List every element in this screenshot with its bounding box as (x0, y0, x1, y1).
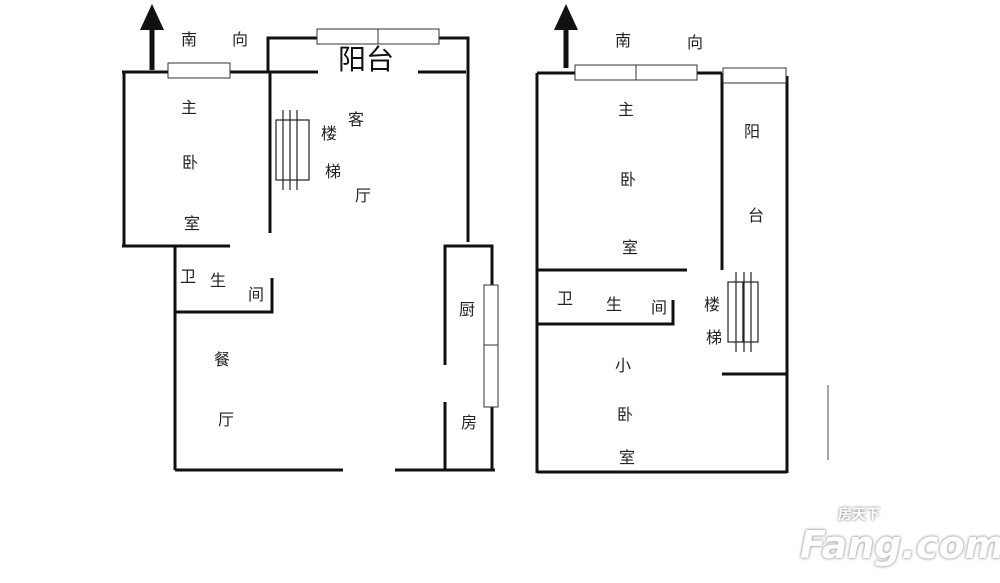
window (635, 64, 698, 81)
window (722, 67, 787, 84)
watermark-cn: 房天下 (838, 507, 880, 523)
room-label: 小 (615, 356, 632, 375)
orientation-label: 向 (232, 30, 249, 49)
room-label: 卧 (182, 153, 199, 172)
room-label: 台 (748, 206, 765, 225)
orientation-label: 南 (181, 30, 198, 49)
arrow-head-left (140, 4, 164, 30)
room-label: 生 (210, 271, 227, 290)
room-label: 卫 (180, 267, 197, 286)
room-label: 间 (651, 298, 668, 317)
balcony-label: 阳台 (338, 43, 395, 76)
orientation-label: 南 (615, 31, 632, 50)
staircase-left (275, 110, 310, 190)
stairs-label: 梯 (706, 328, 723, 347)
room-label: 主 (618, 100, 635, 119)
room-label: 房 (461, 413, 478, 432)
staircase-right (727, 272, 759, 352)
window (483, 284, 499, 346)
room-label: 室 (184, 214, 201, 233)
stairs-label: 梯 (325, 162, 342, 181)
window (316, 28, 379, 45)
stairs-label: 楼 (704, 295, 721, 314)
left-floor-plan (122, 4, 499, 472)
room-label: 卧 (620, 170, 637, 189)
room-label: 室 (619, 448, 636, 467)
window (167, 62, 231, 79)
room-label: 客 (348, 110, 365, 129)
room-label: 厅 (218, 410, 235, 429)
room-label: 室 (622, 238, 639, 257)
watermark-brand: Fang.com (800, 523, 1000, 567)
right-floor-plan (535, 4, 829, 474)
room-label: 厅 (355, 186, 372, 205)
room-label: 主 (181, 98, 198, 117)
orientation-label: 向 (687, 33, 704, 52)
room-label: 卫 (557, 289, 574, 308)
room-label: 阳 (744, 122, 761, 141)
room-label: 厨 (459, 300, 476, 319)
room-label: 生 (606, 295, 623, 314)
room-label: 卧 (617, 405, 634, 424)
window (574, 64, 637, 81)
arrow-head-right (554, 4, 578, 30)
stairs-label: 楼 (321, 124, 338, 143)
window (483, 344, 499, 408)
fang-watermark-logo: 房天下 Fang.com (800, 508, 1000, 567)
room-label: 间 (248, 285, 265, 304)
window (377, 28, 440, 45)
room-label: 餐 (214, 350, 231, 369)
